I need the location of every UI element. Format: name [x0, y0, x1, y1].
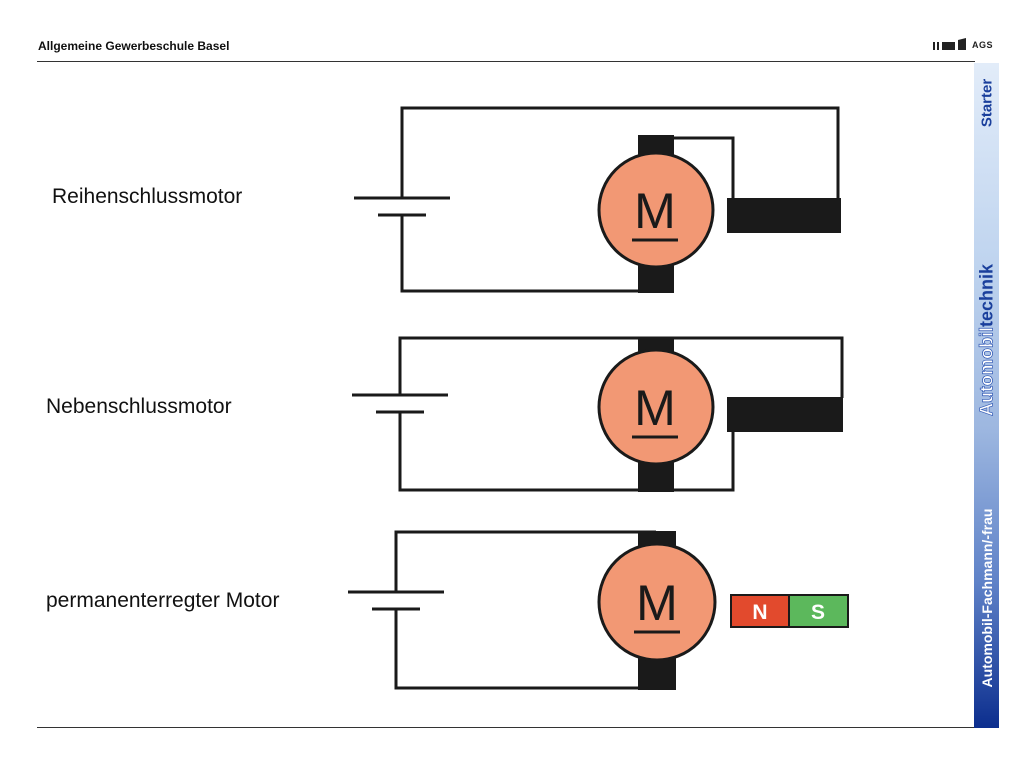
sidebar-label-dark: technik	[976, 263, 997, 328]
sidebar-label-light: Automobil	[976, 327, 997, 417]
footer-rule	[37, 727, 975, 728]
motor-circle-1	[597, 151, 715, 269]
magnet-south-label: S	[811, 601, 825, 624]
header-rule	[37, 61, 975, 62]
magnet-north-label: N	[752, 601, 767, 624]
motor-circle-3	[597, 542, 717, 662]
battery-symbols	[348, 196, 450, 611]
motor-circuits-diagram: M M M N S Reihenschlussmotor Nebenschlus…	[46, 106, 849, 690]
motor-symbol-2: M	[634, 380, 676, 436]
school-name: Allgemeine Gewerbeschule Basel	[38, 39, 230, 53]
logo-text: AGS	[972, 40, 994, 50]
series-field-winding	[727, 198, 841, 233]
shunt-field-winding	[727, 397, 843, 432]
motor-symbol-3: M	[636, 575, 678, 631]
sidebar-starter-label: Starter	[978, 78, 996, 128]
sidebar	[974, 63, 999, 728]
ags-logo	[933, 38, 966, 50]
circuit-label-permanent: permanenterregter Motor	[46, 589, 279, 612]
circuit-label-shunt: Nebenschlussmotor	[46, 395, 232, 418]
magnet-north-pole	[730, 594, 790, 628]
sidebar-automobiltechnik-label: Automobiltechnik	[976, 263, 998, 417]
sidebar-fachmann-label: Automobil-Fachmann/-frau	[979, 508, 995, 688]
motor-circle-2	[597, 348, 715, 466]
motor-symbol-1: M	[634, 183, 676, 239]
circuit-label-series: Reihenschlussmotor	[52, 185, 242, 208]
magnet-south-pole	[788, 594, 849, 628]
